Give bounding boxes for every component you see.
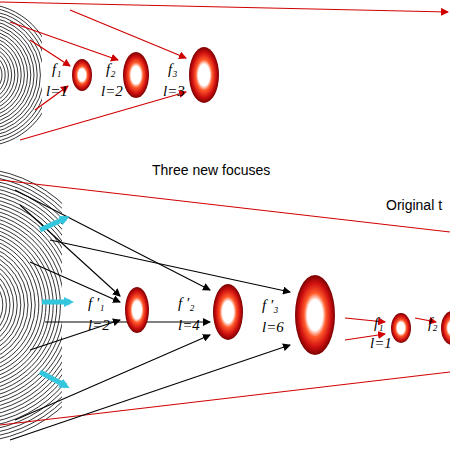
order-label: l=1 <box>370 336 392 351</box>
focus-label: f₂ <box>106 62 115 77</box>
order-label: l=2 <box>88 318 110 333</box>
focus-label: f₃ <box>168 62 177 77</box>
red-rays-top <box>0 2 448 140</box>
order-label: l=4 <box>178 318 200 333</box>
focus-label: f ′₂ <box>178 296 194 311</box>
order-label: l=2 <box>101 84 123 99</box>
caption-text: Original t <box>386 198 442 212</box>
focus-label: f₁ <box>374 316 383 331</box>
red-rays-bottom <box>0 180 450 425</box>
focus-label: f ′₃ <box>262 298 278 313</box>
focus-label: f₂ <box>428 316 437 331</box>
focus-donuts-bottom <box>125 275 450 355</box>
caption-text: Three new focuses <box>152 163 270 177</box>
focus-donuts-top <box>72 47 219 103</box>
cyan-arrows <box>40 218 70 386</box>
order-label: l=6 <box>262 320 284 335</box>
zone-plate-top <box>0 4 42 146</box>
focus-label: f₁ <box>52 62 61 77</box>
focus-label: f ′₁ <box>88 296 104 311</box>
order-label: l=1 <box>46 84 68 99</box>
order-label: l=3 <box>163 84 185 99</box>
black-rays <box>10 190 290 440</box>
